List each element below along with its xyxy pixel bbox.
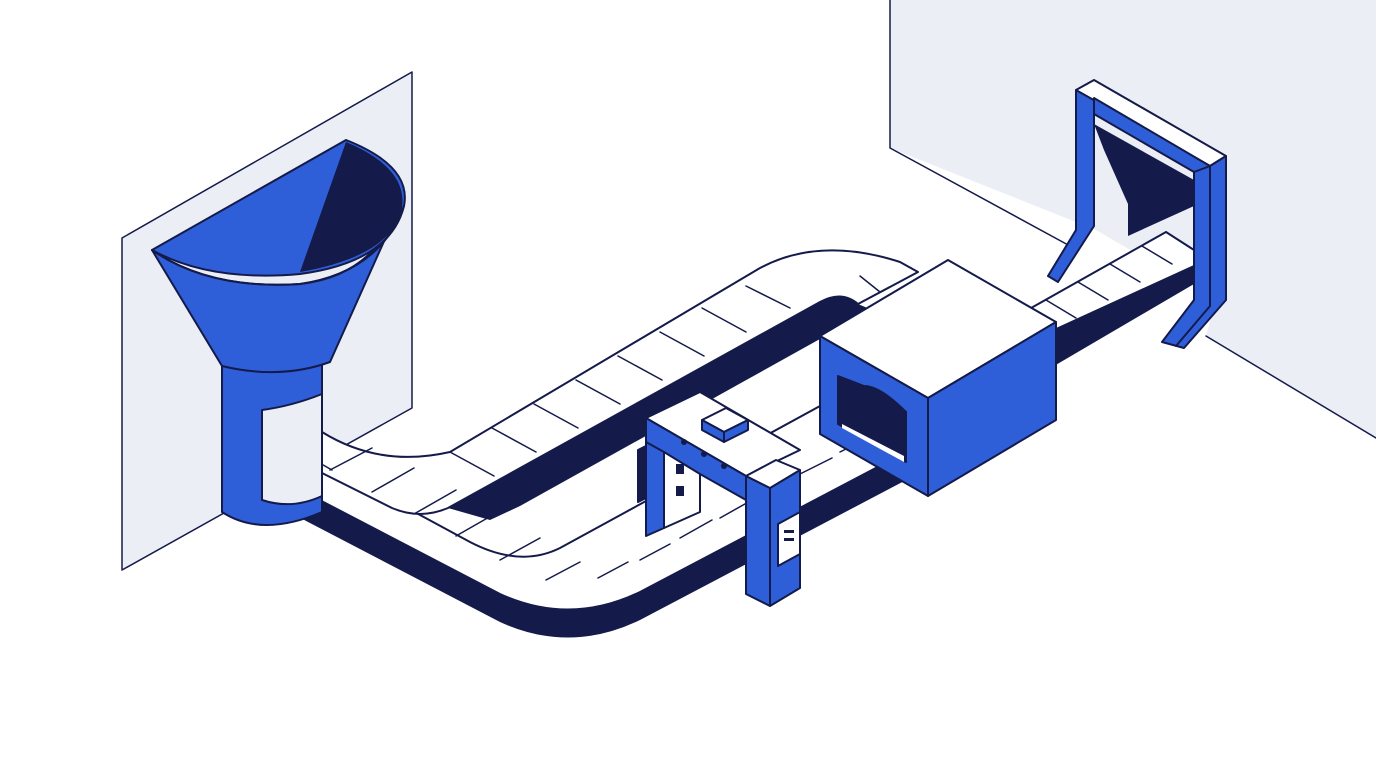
funnel-inner-shadow [300,142,403,272]
processing-box [819,259,1057,497]
belt-surface-upper [299,249,919,515]
belt-inner-track [448,296,872,520]
portal-right-leg-edge [1175,165,1211,347]
funnel-rim-edge [151,205,405,286]
portal-interior [1094,124,1194,236]
intake-funnel [151,139,406,526]
gate-left-slot-2 [676,486,684,496]
box-right-face [927,321,1057,497]
funnel-spout-opening [261,393,323,506]
right-wall-floor-line [1205,335,1376,439]
box-tunnel-belt [842,424,904,462]
exit-portal [1047,79,1227,349]
scanner-gate [637,391,801,607]
box-tunnel-opening [837,375,907,463]
gate-indicator-1 [681,439,687,445]
gate-right-post-top [745,459,801,489]
belt-right-side-band [1054,266,1194,366]
gate-indicator-2 [701,451,707,457]
right-wall-edge [889,0,1071,247]
gate-left-slot-1 [676,464,684,474]
gate-panel-line-1 [784,530,794,533]
gate-indicator-3 [721,463,727,469]
gate-sensor-front [723,419,749,443]
gate-right-post [745,475,771,607]
gate-panel-line-2 [784,538,794,541]
